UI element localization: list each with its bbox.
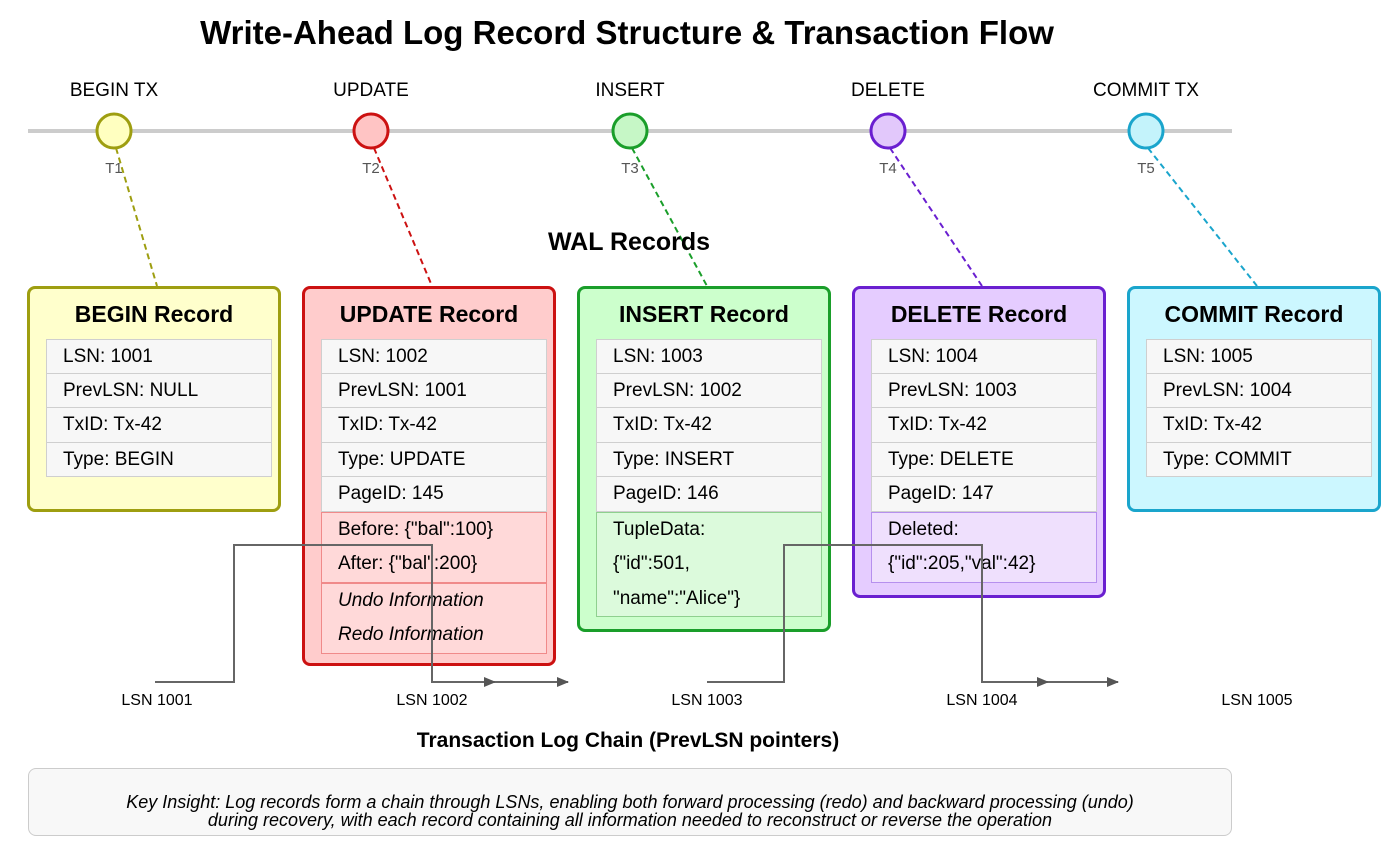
field-txid: TxID: Tx-42: [596, 408, 822, 443]
field-type: Type: BEGIN: [46, 442, 272, 477]
field-txid: TxID: Tx-42: [321, 408, 547, 443]
wal-records-heading: WAL Records: [547, 228, 711, 256]
deleted-block: Deleted: {"id":205,"val":42}: [871, 511, 1097, 583]
deleted-label: Deleted:: [888, 518, 959, 540]
deleted-value: {"id":205,"val":42}: [888, 553, 1036, 574]
field-lsn: LSN: 1002: [321, 339, 547, 374]
field-lsn: LSN: 1005: [1146, 339, 1372, 374]
key-insight-box: Key Insight: Log records form a chain th…: [28, 768, 1232, 836]
chain-arrow-1001-1003: [155, 544, 496, 687]
timeline-node-update: [352, 112, 390, 150]
field-prevlsn: PrevLSN: 1004: [1146, 373, 1372, 408]
key-insight-line1: Key Insight: Log records form a chain th…: [126, 792, 1134, 812]
chain-lsn-1002: LSN 1002: [396, 692, 468, 709]
field-type: Type: UPDATE: [321, 442, 547, 477]
field-txid: TxID: Tx-42: [871, 408, 1097, 443]
field-pageid: PageID: 146: [596, 477, 822, 512]
field-prevlsn: PrevLSN: 1001: [321, 373, 547, 408]
timeline-node-commit: [1127, 112, 1165, 150]
chain-lsn-1001: LSN 1001: [121, 692, 193, 709]
before-value: Before: {"bal":100}: [338, 518, 494, 540]
record-title: UPDATE Record: [339, 301, 519, 327]
chain-heading: Transaction Log Chain (PrevLSN pointers): [416, 729, 840, 752]
redo-info: Redo Information: [338, 624, 484, 645]
record-title: BEGIN Record: [74, 301, 234, 327]
tick-label-t4: T4: [879, 160, 897, 177]
field-pageid: PageID: 145: [321, 477, 547, 512]
tick-label-t2: T2: [362, 160, 380, 177]
connector-begin: [115, 147, 158, 287]
field-type: Type: INSERT: [596, 442, 822, 477]
field-type: Type: DELETE: [871, 442, 1097, 477]
key-insight-line2: during recovery, with each record contai…: [207, 810, 1053, 830]
tick-label-t3: T3: [621, 160, 639, 177]
event-label-update: UPDATE: [333, 80, 409, 101]
field-prevlsn: PrevLSN: 1002: [596, 373, 822, 408]
field-txid: TxID: Tx-42: [46, 408, 272, 443]
diagram-title: Write-Ahead Log Record Structure & Trans…: [200, 14, 1054, 51]
timeline-node-delete: [869, 112, 907, 150]
tick-label-t5: T5: [1137, 160, 1155, 177]
chain-lsn-1005: LSN 1005: [1221, 692, 1293, 709]
field-prevlsn: PrevLSN: NULL: [46, 373, 272, 408]
event-label-begin: BEGIN TX: [69, 80, 159, 101]
tick-label-t1: T1: [105, 160, 123, 177]
record-title: COMMIT Record: [1164, 301, 1344, 327]
tuple-data-line2: "name":"Alice"}: [613, 587, 741, 609]
event-label-delete: DELETE: [851, 80, 925, 101]
undo-redo-block: Undo Information Redo Information: [321, 582, 547, 654]
record-update: UPDATE Record LSN: 1002 PrevLSN: 1001 Tx…: [302, 286, 556, 666]
connector-insert: [631, 147, 708, 287]
connector-update: [373, 147, 433, 287]
tuple-data-line1: {"id":501,: [613, 553, 690, 574]
record-title: INSERT Record: [619, 301, 789, 327]
timeline-node-begin: [95, 112, 133, 150]
event-label-insert: INSERT: [595, 80, 665, 101]
record-begin: BEGIN Record LSN: 1001 PrevLSN: NULL TxI…: [27, 286, 281, 512]
record-commit: COMMIT Record LSN: 1005 PrevLSN: 1004 Tx…: [1127, 286, 1381, 512]
field-lsn: LSN: 1004: [871, 339, 1097, 374]
field-prevlsn: PrevLSN: 1003: [871, 373, 1097, 408]
after-value: After: {"bal":200}: [338, 553, 478, 574]
tuple-data-label: TupleData:: [613, 518, 706, 540]
record-title: DELETE Record: [890, 301, 1068, 327]
field-lsn: LSN: 1001: [46, 339, 272, 374]
before-after-block: Before: {"bal":100} After: {"bal":200}: [321, 511, 547, 583]
field-txid: TxID: Tx-42: [1146, 408, 1372, 443]
chain-lsn-1004: LSN 1004: [946, 692, 1018, 709]
field-pageid: PageID: 147: [871, 477, 1097, 512]
connector-delete: [889, 147, 983, 287]
event-label-commit: COMMIT TX: [1093, 80, 1199, 101]
timeline-node-insert: [611, 112, 649, 150]
undo-info: Undo Information: [338, 589, 484, 611]
field-type: Type: COMMIT: [1146, 442, 1372, 477]
field-lsn: LSN: 1003: [596, 339, 822, 374]
chain-lsn-1003: LSN 1003: [671, 692, 743, 709]
chain-arrow-1003-1005: [707, 544, 1049, 687]
